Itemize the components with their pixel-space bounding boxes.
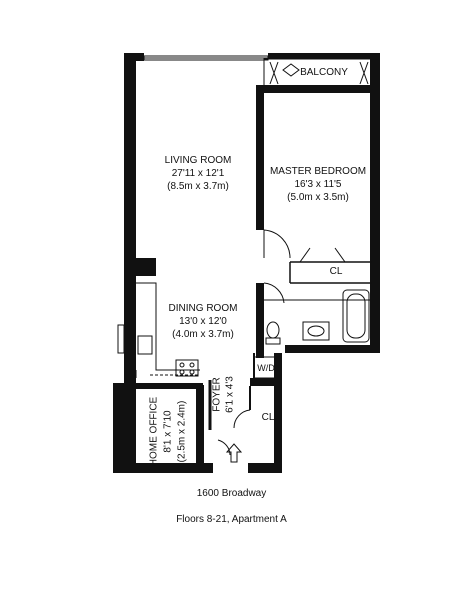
living-room-dims-ft: 27'11 x 12'1 (171, 168, 225, 179)
balcony (263, 58, 375, 88)
address-caption: 1600 Broadway (196, 488, 267, 499)
foyer-dims: 6'1 x 4'3 (224, 376, 236, 413)
home-office-dims-ft: 8'1 x 7'10 (162, 410, 174, 453)
fixtures (137, 289, 370, 463)
master-bedroom-label: MASTER BEDROOM (269, 166, 367, 177)
windows (116, 55, 269, 446)
dining-room-dims-m: (4.0m x 3.7m) (172, 329, 234, 340)
door-swings (217, 229, 346, 456)
washer-dryer-label: W/D (257, 363, 275, 373)
foyer-label: FOYER (211, 377, 223, 412)
master-bedroom-dims-m: (5.0m x 3.5m) (287, 192, 349, 203)
dining-room-dims-ft: 13'0 x 12'0 (179, 316, 227, 327)
exterior-walls (113, 53, 380, 473)
floors-caption: Floors 8-21, Apartment A (176, 514, 287, 525)
balcony-label: BALCONY (300, 67, 348, 78)
home-office-dims-m: (2.5m x 2.4m) (176, 400, 188, 463)
master-bedroom-dims-ft: 16'3 x 11'5 (294, 179, 342, 190)
home-office-label: HOME OFFICE (148, 396, 160, 467)
bedroom-closet-label: CL (329, 266, 343, 277)
dining-room-label: DINING ROOM (168, 303, 238, 314)
living-room-label: LIVING ROOM (164, 155, 232, 166)
living-room-dims-m: (8.5m x 3.7m) (167, 181, 229, 192)
foyer-closet-label: CL (261, 412, 275, 423)
